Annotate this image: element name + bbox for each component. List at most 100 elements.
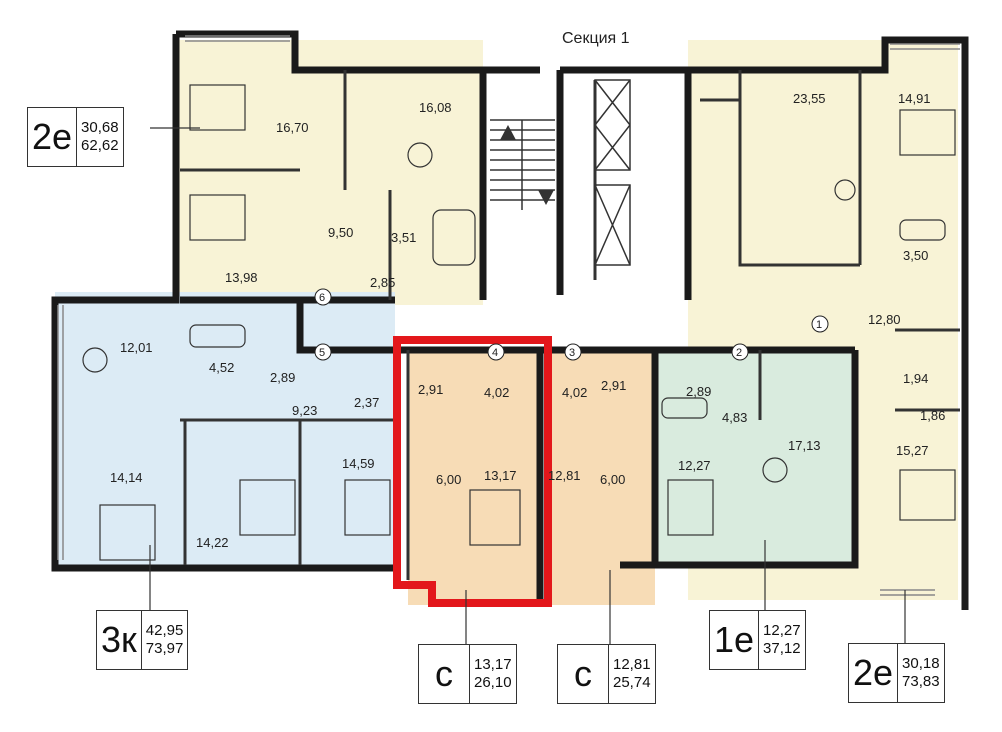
living-area: 13,17 <box>474 656 512 673</box>
stair-arrows <box>500 125 554 205</box>
selected-apartment-outline[interactable] <box>393 336 552 607</box>
living-area: 30,68 <box>81 119 119 136</box>
room-area: 2,89 <box>686 384 711 399</box>
bed-icon <box>189 194 246 241</box>
bathtub-icon <box>432 209 476 266</box>
dining-table-icon <box>762 457 788 483</box>
leader-lines <box>149 127 906 645</box>
living-area: 30,18 <box>902 655 940 672</box>
dining-table-icon <box>407 142 433 168</box>
room-area: 4,02 <box>484 385 509 400</box>
bed-icon <box>899 469 956 521</box>
marker-circle-icon <box>564 343 582 361</box>
total-area: 73,83 <box>902 673 940 690</box>
arrow-down-icon <box>538 190 554 205</box>
apartment-badge-2e-left[interactable]: 2е 30,68 62,62 <box>27 107 124 167</box>
entrance-marker: 2 <box>736 347 742 359</box>
apartment-type: 2е <box>849 644 899 702</box>
room-area: 16,70 <box>276 120 309 135</box>
entrance-marker: 4 <box>492 347 498 359</box>
marker-circle-icon <box>314 343 332 361</box>
room-area: 12,81 <box>548 468 581 483</box>
room-area: 17,13 <box>788 438 821 453</box>
total-area: 37,12 <box>763 640 801 657</box>
bathtub-icon <box>661 397 708 419</box>
apartment-type: 3к <box>97 611 142 669</box>
entrance-marker: 5 <box>319 347 325 359</box>
room-area: 9,50 <box>328 225 353 240</box>
living-area: 12,27 <box>763 622 801 639</box>
marker-circle-icon <box>487 343 505 361</box>
bed-icon <box>344 479 391 536</box>
apartment-3k[interactable] <box>55 292 395 567</box>
bed-icon <box>667 479 714 536</box>
entrance-markers: 1 2 3 4 5 6 <box>314 288 829 361</box>
section-title: Секция 1 <box>562 30 630 47</box>
room-area: 12,27 <box>678 458 711 473</box>
total-area: 26,10 <box>474 674 512 691</box>
room-area: 16,08 <box>419 100 452 115</box>
room-area: 2,91 <box>418 382 443 397</box>
room-area: 4,02 <box>562 385 587 400</box>
apartment-studio-selected[interactable] <box>408 350 538 605</box>
entrance-marker: 6 <box>319 292 325 304</box>
marker-circle-icon <box>314 288 332 306</box>
room-area: 4,83 <box>722 410 747 425</box>
room-area: 14,91 <box>898 91 931 106</box>
total-area: 25,74 <box>613 674 651 691</box>
room-area: 3,50 <box>903 248 928 263</box>
apartment-type: 1е <box>710 611 760 669</box>
room-area: 13,98 <box>225 270 258 285</box>
apartment-2e-left[interactable] <box>178 40 483 305</box>
apartment-badge-3k[interactable]: 3к 42,95 73,97 <box>96 610 189 670</box>
room-area: 14,59 <box>342 456 375 471</box>
entrance-marker: 3 <box>569 347 575 359</box>
apartment-1e[interactable] <box>655 350 855 565</box>
living-area: 12,81 <box>613 656 651 673</box>
room-area: 12,80 <box>868 312 901 327</box>
bed-icon <box>239 479 296 536</box>
walls <box>51 30 969 610</box>
bed-icon <box>99 504 156 561</box>
marker-circle-icon <box>731 343 749 361</box>
apartment-type: 2е <box>28 108 78 166</box>
windows <box>57 35 960 606</box>
staircase <box>490 119 555 210</box>
room-area: 9,23 <box>292 403 317 418</box>
apartment-badge-studio-selected[interactable]: с 13,17 26,10 <box>418 644 517 704</box>
bathtub-icon <box>189 324 246 348</box>
entrance-marker: 1 <box>816 319 822 331</box>
bed-icon <box>899 109 956 156</box>
total-area: 62,62 <box>81 137 119 154</box>
living-area: 42,95 <box>145 622 184 639</box>
apartment-badge-studio-2[interactable]: с 12,81 25,74 <box>557 644 656 704</box>
bed-icon <box>189 84 246 131</box>
room-area: 1,86 <box>920 408 945 423</box>
room-area: 12,01 <box>120 340 153 355</box>
elevators <box>594 79 631 266</box>
room-area: 23,55 <box>793 91 826 106</box>
room-labels: 16,70 16,08 9,50 3,51 13,98 2,85 23,55 1… <box>110 91 945 550</box>
room-area: 15,27 <box>896 443 929 458</box>
room-area: 2,91 <box>601 378 626 393</box>
bathtub-icon <box>899 219 946 241</box>
furniture <box>82 84 956 561</box>
room-area: 2,89 <box>270 370 295 385</box>
elevator-shaft-icon <box>594 184 631 266</box>
room-area: 13,17 <box>484 468 517 483</box>
apartment-type: с <box>419 645 470 703</box>
stair-core <box>483 70 688 300</box>
marker-circle-icon <box>811 315 829 333</box>
room-area: 6,00 <box>600 472 625 487</box>
room-area: 1,94 <box>903 371 928 386</box>
table-icon <box>469 489 521 546</box>
apartment-badge-1e[interactable]: 1е 12,27 37,12 <box>709 610 806 670</box>
apartment-badge-2e-right[interactable]: 2е 30,18 73,83 <box>848 643 945 703</box>
room-area: 4,52 <box>209 360 234 375</box>
room-area: 2,37 <box>354 395 379 410</box>
arrow-up-icon <box>500 125 516 140</box>
room-area: 6,00 <box>436 472 461 487</box>
dining-table-icon <box>82 347 108 373</box>
room-area: 14,14 <box>110 470 143 485</box>
